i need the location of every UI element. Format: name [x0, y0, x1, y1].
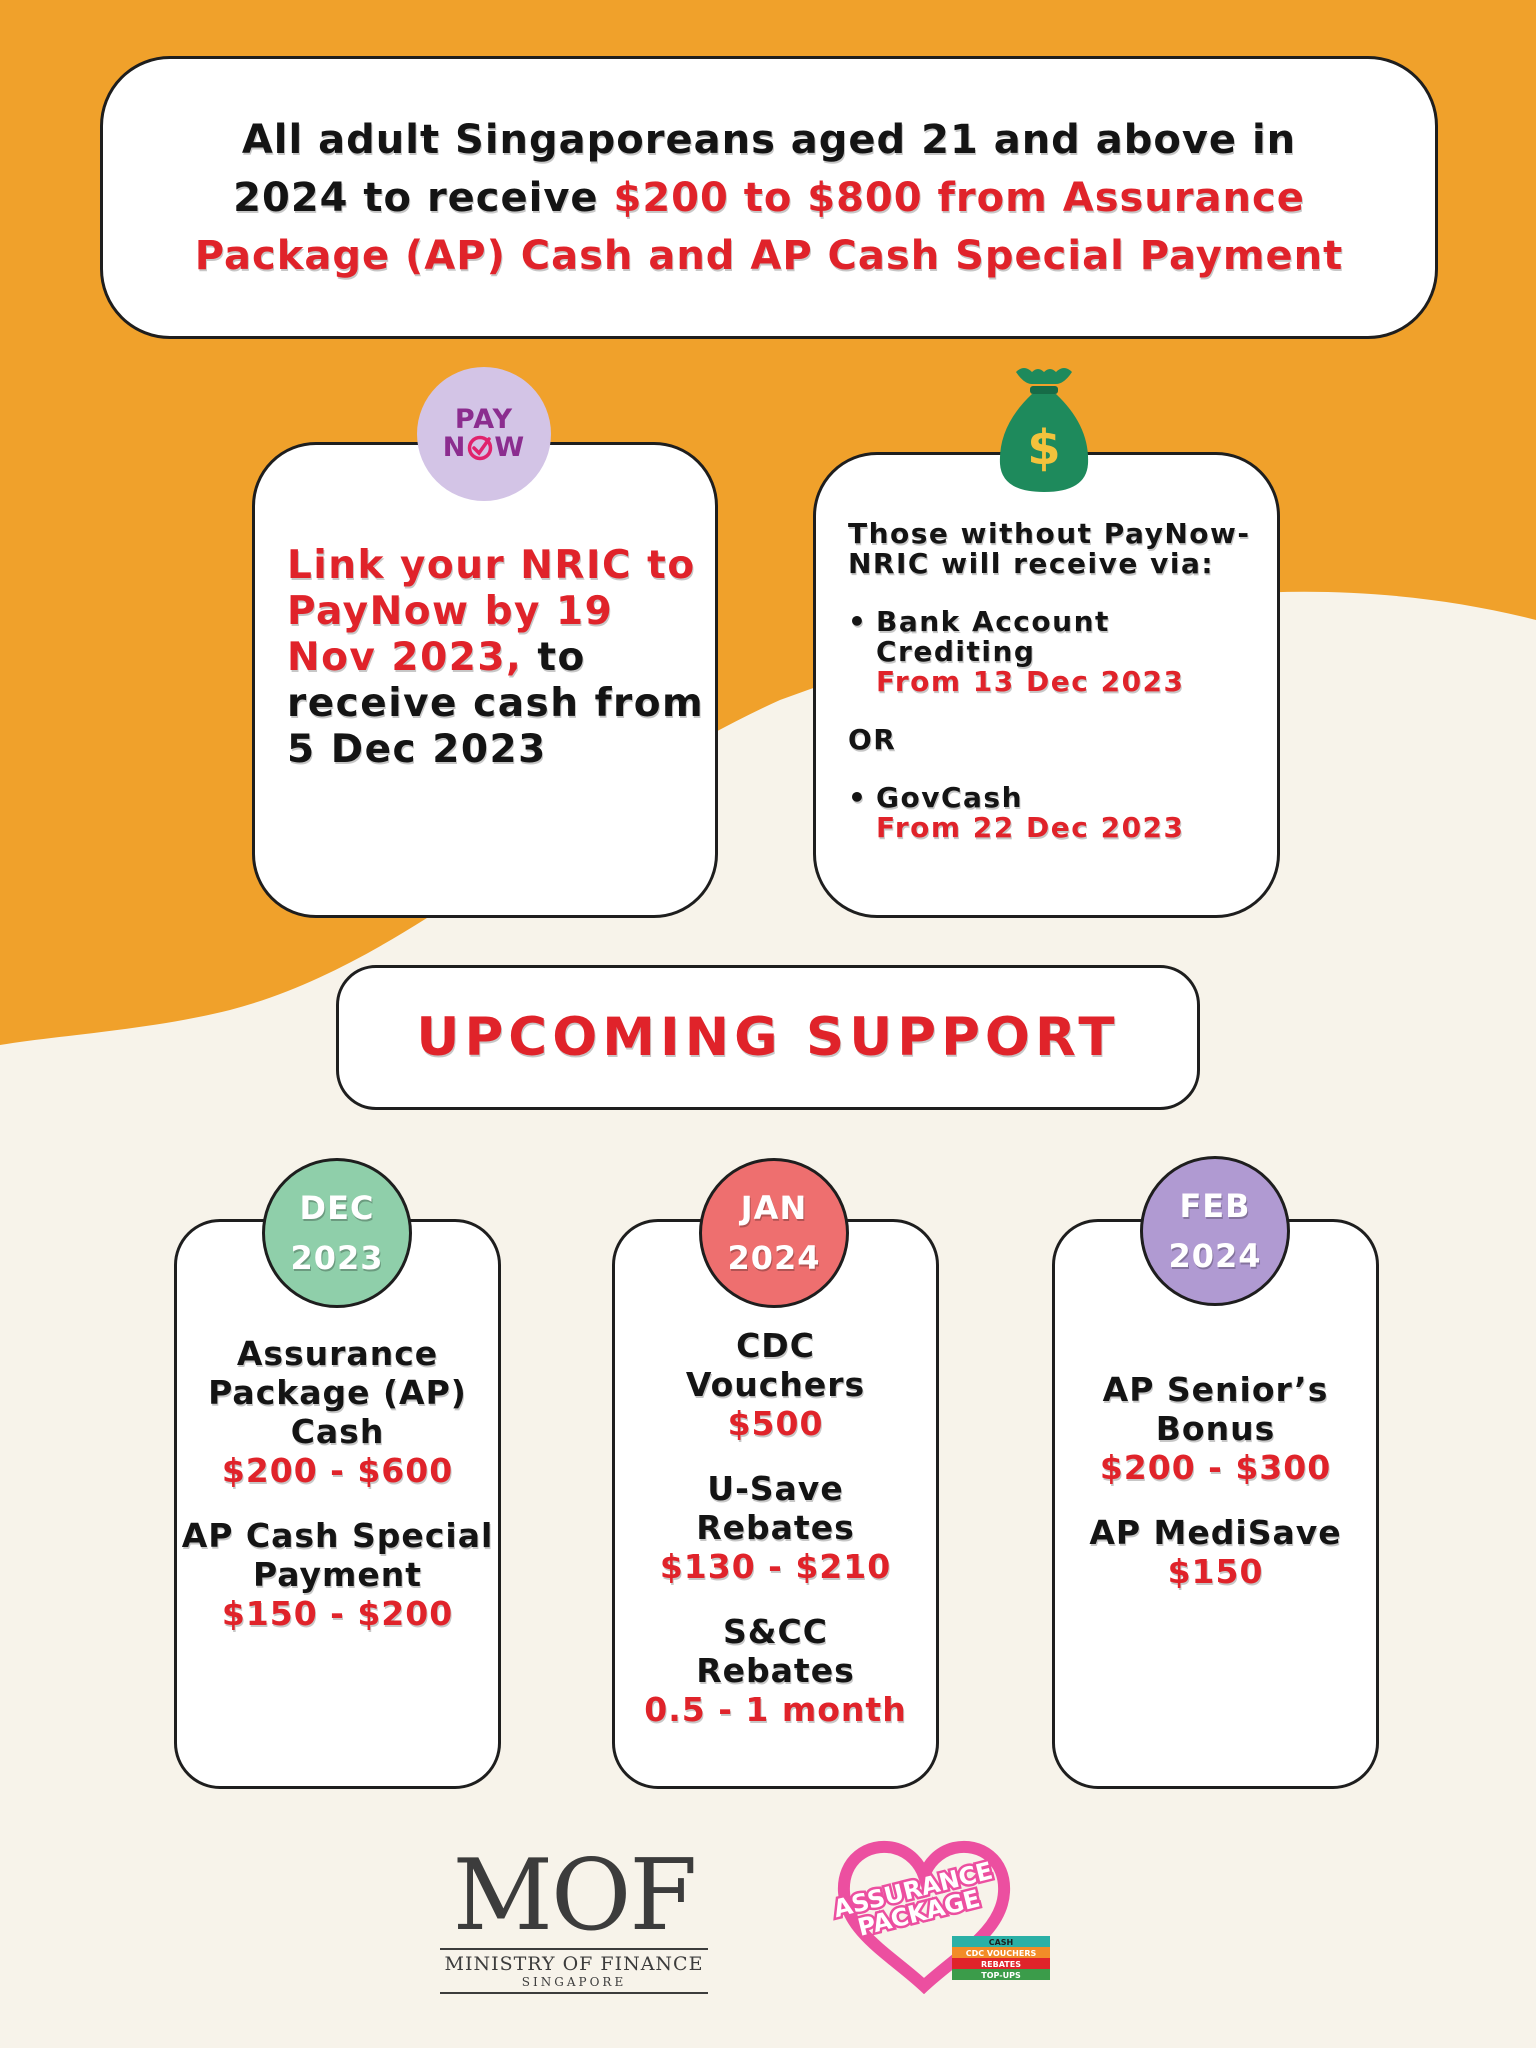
- list-item: S&CC Rebates 0.5 - 1 month: [615, 1612, 936, 1729]
- item-label: U-Save Rebates: [696, 1469, 855, 1547]
- mof-logo-country: SINGAPORE: [440, 1975, 708, 1994]
- paynow-logo-n: N: [442, 432, 467, 463]
- feb-items: AP Senior’s Bonus $200 - $300 AP MediSav…: [1055, 1370, 1376, 1617]
- list-item: AP MediSave $150: [1055, 1513, 1376, 1591]
- bullet-icon: •: [848, 781, 868, 814]
- list-item: Assurance Package (AP) Cash $200 - $600: [177, 1334, 498, 1490]
- item-value: $200 - $300: [1099, 1448, 1332, 1487]
- bar-cash: CASH: [989, 1938, 1014, 1947]
- paynow-logo-bottom: N W: [443, 434, 525, 462]
- item-value: $200 - $600: [221, 1451, 454, 1490]
- paynow-text: Link your NRIC to PayNow by 19 Nov 2023,…: [287, 543, 707, 773]
- headline-line1: All adult Singaporeans aged 21 and above…: [241, 116, 1297, 163]
- headline-line3-red: Package (AP) Cash and AP Cash Special Pa…: [194, 232, 1344, 279]
- item-label: CDC Vouchers: [685, 1326, 866, 1404]
- item-value: 0.5 - 1 month: [644, 1690, 907, 1729]
- item-value: $500: [727, 1404, 824, 1443]
- list-item: AP Cash Special Payment $150 - $200: [177, 1516, 498, 1633]
- headline-line2-red: $200 to $800 from Assurance: [613, 174, 1305, 221]
- paynow-card: Link your NRIC to PayNow by 19 Nov 2023,…: [252, 442, 718, 918]
- money-bag-icon: $: [999, 368, 1089, 492]
- bank-crediting-label: Bank Account Crediting: [876, 605, 1110, 668]
- bullet-icon: •: [848, 605, 868, 638]
- dollar-sign: $: [1027, 420, 1060, 476]
- bar-rebates: REBATES: [981, 1960, 1021, 1969]
- year-label: 2023: [290, 1239, 384, 1277]
- jan-2024-badge: JAN 2024: [699, 1158, 849, 1308]
- paynow-logo-icon: PAY N W: [417, 367, 551, 501]
- or-separator: OR: [848, 723, 897, 756]
- no-paynow-card: Those without PayNow-NRIC will receive v…: [813, 452, 1280, 918]
- list-item: CDC Vouchers $500: [615, 1326, 936, 1443]
- item-value: $130 - $210: [659, 1547, 892, 1586]
- item-label: S&CC Rebates: [696, 1612, 855, 1690]
- month-label: DEC: [299, 1189, 375, 1227]
- item-value: $150 - $200: [221, 1594, 454, 1633]
- no-paynow-intro: Those without PayNow-NRIC will receive v…: [848, 517, 1251, 580]
- dec-2023-badge: DEC 2023: [262, 1158, 412, 1308]
- bar-top-ups: TOP-UPS: [981, 1971, 1021, 1980]
- check-circle-icon: [468, 435, 493, 461]
- dec-items: Assurance Package (AP) Cash $200 - $600 …: [177, 1334, 498, 1659]
- mof-logo-letters: MOF: [452, 1839, 698, 1953]
- govcash-option: • GovCash From 22 Dec 2023: [848, 783, 1268, 843]
- month-label: FEB: [1179, 1187, 1251, 1225]
- bank-crediting-date: From 13 Dec 2023: [876, 665, 1185, 698]
- headline-line2-black: 2024 to receive: [233, 174, 614, 221]
- headline-card: All adult Singaporeans aged 21 and above…: [100, 56, 1438, 339]
- item-value: $150: [1167, 1552, 1264, 1591]
- item-label: Assurance Package (AP) Cash: [208, 1334, 467, 1451]
- dec-2023-card: Assurance Package (AP) Cash $200 - $600 …: [174, 1219, 501, 1789]
- upcoming-support-banner: UPCOMING SUPPORT: [336, 965, 1200, 1110]
- bar-cdc-vouchers: CDC VOUCHERS: [966, 1949, 1037, 1958]
- upcoming-support-title: UPCOMING SUPPORT: [416, 1007, 1120, 1068]
- govcash-label: GovCash: [876, 781, 1024, 814]
- paynow-receive: to receive cash from 5 Dec 2023: [287, 635, 705, 772]
- no-paynow-text: Those without PayNow-NRIC will receive v…: [848, 519, 1268, 843]
- list-item: U-Save Rebates $130 - $210: [615, 1469, 936, 1586]
- paynow-logo-w: W: [494, 432, 526, 463]
- paynow-logo-top: PAY: [454, 404, 514, 435]
- mof-logo-name: MINISTRY OF FINANCE: [440, 1948, 708, 1975]
- item-label: AP MediSave: [1089, 1513, 1342, 1552]
- item-label: AP Senior’s Bonus: [1102, 1370, 1329, 1448]
- list-item: AP Senior’s Bonus $200 - $300: [1055, 1370, 1376, 1487]
- jan-2024-card: CDC Vouchers $500 U-Save Rebates $130 - …: [612, 1219, 939, 1789]
- paynow-deadline: Link your NRIC to PayNow by 19 Nov 2023,: [287, 543, 696, 680]
- assurance-package-logo: ASSURANCE PACKAGE CASH CDC VOUCHERS REBA…: [832, 1840, 1050, 1994]
- month-label: JAN: [740, 1189, 808, 1227]
- mof-logo: MOF MINISTRY OF FINANCE SINGAPORE: [440, 1839, 708, 1994]
- jan-items: CDC Vouchers $500 U-Save Rebates $130 - …: [615, 1326, 936, 1755]
- item-label: AP Cash Special Payment: [181, 1516, 494, 1594]
- year-label: 2024: [727, 1239, 821, 1277]
- headline-text: All adult Singaporeans aged 21 and above…: [195, 111, 1343, 285]
- feb-2024-badge: FEB 2024: [1140, 1156, 1290, 1306]
- govcash-date: From 22 Dec 2023: [876, 811, 1185, 844]
- year-label: 2024: [1168, 1237, 1262, 1275]
- bank-crediting-option: • Bank Account Crediting From 13 Dec 202…: [848, 607, 1268, 697]
